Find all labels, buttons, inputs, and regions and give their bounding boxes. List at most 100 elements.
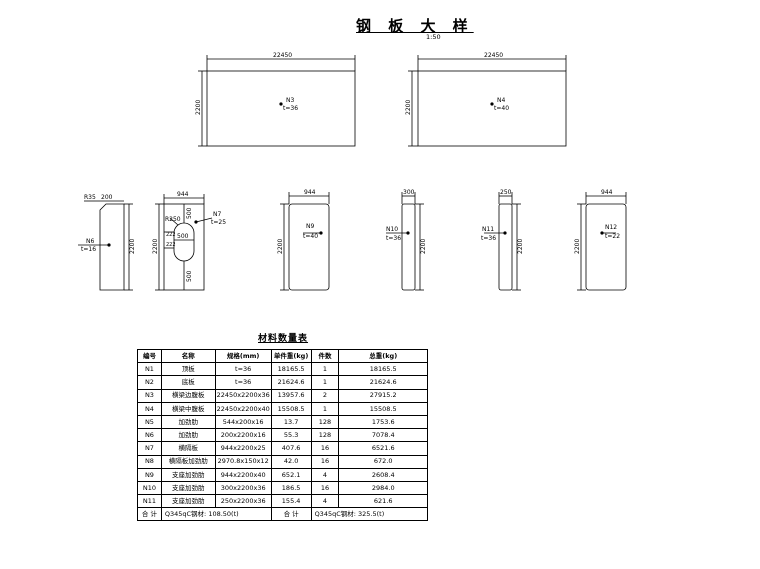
table-cell: 加劲肋 <box>160 414 216 430</box>
n4-label: N4 <box>497 97 505 104</box>
n10-width-dim: 300 <box>403 189 415 196</box>
table-cell: 支座加劲肋 <box>160 480 216 496</box>
plate-n9-outline <box>288 203 330 291</box>
plate-n7 <box>155 194 213 291</box>
table-cell: N4 <box>137 401 162 416</box>
n11-height-dim: 2200 <box>517 239 524 254</box>
n6-label: N6 <box>86 238 94 245</box>
table-cell: 128 <box>310 414 340 430</box>
n11-width-dim: 250 <box>500 189 512 196</box>
table-cell: 13.7 <box>270 414 312 430</box>
n7-width-dim: 944 <box>177 191 189 198</box>
plate-n12-outline <box>585 203 627 291</box>
plate-n3-outline <box>206 70 356 147</box>
table-cell: 2970.8x150x12 <box>214 454 272 469</box>
drawing-scale: 1:50 <box>426 33 441 41</box>
table-cell: 横隔板加劲肋 <box>160 454 216 469</box>
table-cell: N10 <box>137 480 162 496</box>
n12-height-dim: 2200 <box>574 239 581 254</box>
n7-dim-bottom: 500 <box>186 270 193 282</box>
table-cell: 27915.2 <box>338 388 428 403</box>
n12-width-dim: 944 <box>601 189 613 196</box>
table-cell: 55.3 <box>270 428 312 443</box>
header-cell: 名称 <box>160 348 216 364</box>
n6-height-dim: 2200 <box>129 239 136 254</box>
table-cell: 支座加劲肋 <box>160 494 216 509</box>
n9-label: N9 <box>306 223 314 230</box>
n10-thickness: t=36 <box>386 235 401 242</box>
table-cell: 672.0 <box>338 454 428 469</box>
header-cell: 总重(kg) <box>338 348 428 364</box>
n4-height-dim: 2200 <box>405 100 412 115</box>
table-cell: 横梁中腹板 <box>160 401 216 416</box>
table-cell: 底板 <box>160 375 216 390</box>
table-cell: 13957.6 <box>270 388 312 403</box>
plate-n11 <box>484 192 521 291</box>
table-cell: 支座加劲肋 <box>160 467 216 482</box>
n3-width-dim: 22450 <box>273 52 292 59</box>
n7-dim-left-b: 222 <box>166 242 176 248</box>
n7-dim-hole-width: 500 <box>177 233 189 240</box>
n7-dim-top: 500 <box>186 207 193 219</box>
table-cell: 128 <box>310 428 340 443</box>
plate-n11-outline <box>498 203 513 291</box>
table-cell: 4 <box>310 467 340 482</box>
n12-thickness: t=22 <box>605 233 620 240</box>
table-cell: 6521.6 <box>338 441 428 456</box>
table-cell: 22450x2200x40 <box>214 401 272 416</box>
table-cell: N3 <box>137 388 162 403</box>
n6-radius: R35 <box>84 194 96 201</box>
table-cell: 16 <box>310 441 340 456</box>
table-cell: 15508.5 <box>338 401 428 416</box>
n7-thickness: t=25 <box>211 219 226 226</box>
footer-left-value: Q345qC钢材: 108.50(t) <box>160 507 272 522</box>
table-cell: 加劲肋 <box>160 428 216 443</box>
plate-n9 <box>280 192 330 291</box>
n6-width-dim: 200 <box>101 194 113 201</box>
table-cell: 407.6 <box>270 441 312 456</box>
table-cell: N6 <box>137 428 162 443</box>
n10-height-dim: 2200 <box>420 239 427 254</box>
table-cell: N11 <box>137 494 162 509</box>
plate-n7-hole <box>173 222 195 262</box>
plate-n6-outline <box>99 203 125 291</box>
table-cell: t=36 <box>214 362 272 377</box>
footer-left-label: 合 计 <box>137 507 162 522</box>
table-cell: 横梁边腹板 <box>160 388 216 403</box>
n4-thickness: t=40 <box>494 105 509 112</box>
table-cell: 16 <box>310 454 340 469</box>
n4-width-dim: 22450 <box>484 52 503 59</box>
plate-n6 <box>78 200 133 291</box>
table-cell: 22450x2200x36 <box>214 388 272 403</box>
n3-label: N3 <box>286 97 294 104</box>
table-cell: 21624.6 <box>338 375 428 390</box>
n9-width-dim: 944 <box>304 189 316 196</box>
n9-thickness: t=40 <box>303 233 318 240</box>
table-cell: 15508.5 <box>270 401 312 416</box>
table-cell: 2984.0 <box>338 480 428 496</box>
n7-height-dim: 2200 <box>152 239 159 254</box>
table-cell: 1 <box>310 375 340 390</box>
table-cell: N7 <box>137 441 162 456</box>
header-cell: 件数 <box>310 348 340 364</box>
table-cell: N1 <box>137 362 162 377</box>
n7-hole-radius: R250 <box>165 216 181 223</box>
n6-thickness: t=16 <box>81 246 96 253</box>
table-cell: 1 <box>310 401 340 416</box>
table-cell: 621.6 <box>338 494 428 509</box>
table-cell: N8 <box>137 454 162 469</box>
table-title: 材料数量表 <box>258 334 309 344</box>
table-header-row: 编号 名称 规格(mm) 单件重(kg) 件数 总重(kg) <box>137 348 428 364</box>
n12-label: N12 <box>605 224 617 231</box>
n7-dim-left-a: 222 <box>166 232 176 238</box>
